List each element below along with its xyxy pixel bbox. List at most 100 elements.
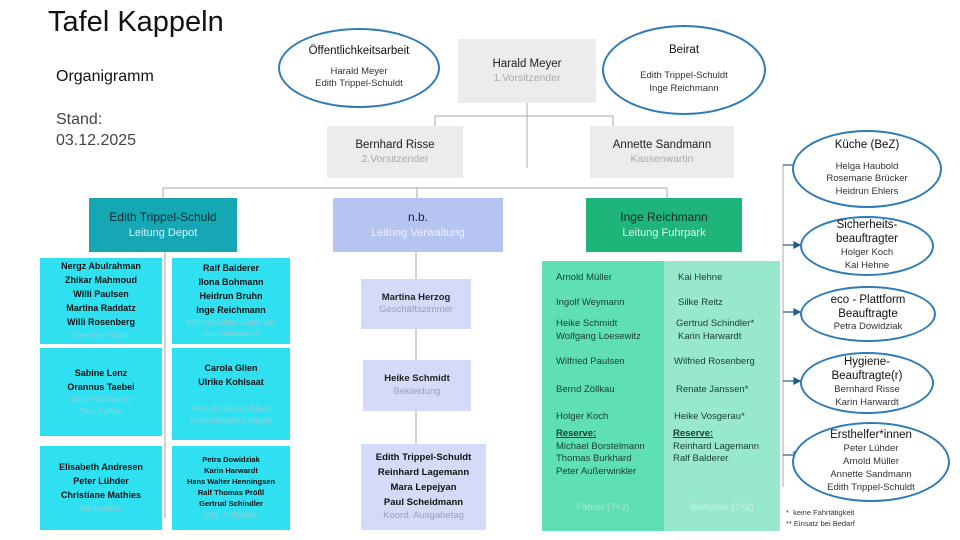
kitchen-title: Küche (BeZ) [834, 138, 900, 151]
admin-head-box: n.b. Leitung Verwaltung [333, 198, 503, 252]
depot-person: Orannus Taebei [67, 381, 135, 392]
firstaid-person: Edith Trippel-Schuldt [827, 481, 915, 493]
depot-group: Nergz Abulrahman Zhikar Mahmoud Willi Pa… [40, 258, 162, 344]
vice-name: Bernhard Risse [355, 138, 435, 151]
admin-unit: Heike Schmidt Bekleidung [363, 360, 471, 411]
depot-category: Udg. Aufgaben [202, 509, 260, 520]
depot-category: Fleisch/ Wurst/ Käse/ Kolonialwaren/ Veg… [189, 403, 273, 425]
driver-entry: Wilfried Paulsen [556, 356, 625, 367]
eco-oval: eco - Plattform Beauftragte Petra Dowidz… [800, 286, 936, 342]
treasurer-box: Annette Sandmann Kassenwartin [590, 126, 734, 178]
depot-person: Hans Walter Henningsen [186, 476, 276, 486]
codriver-name: Gertrud Schindler* [676, 318, 755, 329]
depot-person: Petra Dowidziak [202, 455, 260, 465]
codrivers-list: Kai Hehne Silke Reitz Gertrud Schindler*… [664, 266, 780, 430]
pr-person: Harald Meyer [330, 65, 388, 77]
codrivers-label: Beifahrer (7+2) [690, 502, 754, 513]
depot-person: Peter Lühder [73, 476, 129, 487]
admin-role: Koord. Ausgabetag [383, 510, 464, 522]
depot-group: Petra Dowidziak Karin Harwardt Hans Walt… [172, 446, 290, 530]
firstaid-title: Ersthelfer*innen [830, 429, 912, 442]
drivers-panel [542, 261, 664, 531]
admin-unit: Martina Herzog Geschäftszimmer [361, 279, 471, 329]
depot-person: Willi Paulsen [73, 289, 129, 300]
codriver-entry: Silke Reitz [678, 296, 723, 308]
hygiene-person: Bernhard Risse [834, 383, 900, 395]
firstaid-person: Arnold Müller [843, 456, 899, 468]
vice-box: Bernhard Risse 2.Vorsitzender [327, 126, 463, 178]
page-subtitle: Organigramm [56, 68, 154, 85]
admin-person: Edith Trippel-Schuldt [375, 452, 472, 464]
admin-head-name: n.b. [407, 210, 428, 225]
drivers-label: Fahrer (7+2) [576, 502, 630, 513]
fleet-head-name: Inge Reichmann [620, 210, 708, 225]
hygiene-person: Karin Harwardt [835, 396, 899, 408]
depot-category: Milchprodukte/ Getränke/ Haushaltswaren [186, 318, 276, 338]
depot-person: Ralf Balderer [202, 263, 260, 274]
depot-person: Gertrud Schindler [199, 498, 263, 508]
codriver-name: Karin Harwardt [678, 331, 742, 342]
depot-person: Willi Rosenberg [67, 317, 135, 328]
depot-head-role: Leitung Depot [128, 226, 198, 239]
depot-person: Heidrun Bruhn [199, 291, 263, 302]
firstaid-person: Peter Lühder [843, 443, 899, 455]
treasurer-name: Annette Sandmann [612, 138, 712, 151]
firstaid-oval: Ersthelfer*innen Peter Lühder Arnold Mül… [792, 422, 950, 502]
chair-name: Harald Meyer [492, 57, 562, 70]
depot-group: Elisabeth Andresen Peter Lühder Christia… [40, 446, 162, 530]
depot-person: Ulrike Kohlsaat [198, 376, 264, 387]
depot-person: Nergz Abulrahman [61, 261, 141, 272]
kitchen-oval: Küche (BeZ) Helga Haubold Rosemarie Brüc… [792, 130, 942, 208]
driver-entry: Arnold Müller [556, 272, 612, 283]
depot-person: Zhikar Mahmoud [64, 275, 137, 286]
pr-title: Öffentlichkeitsarbeit [308, 44, 410, 57]
depot-person: Elisabeth Andresen [59, 462, 143, 473]
codriver-reserve: Reinhard Lagemann [673, 440, 760, 452]
safety-oval: Sicherheits- beauftragter Holger Koch Ka… [800, 216, 934, 276]
depot-group: Sabine Lenz Orannus Taebei Obst/ Süßware… [40, 348, 162, 436]
fleet-head-role: Leitung Fuhrpark [622, 226, 706, 239]
codriver-entry: Heike Vosgerau* [674, 411, 745, 422]
fleet-head-box: Inge Reichmann Leitung Fuhrpark [586, 198, 742, 252]
depot-head-name: Edith Trippel-Schuld [109, 210, 217, 225]
depot-group: Ralf Balderer Ilona Bohmann Heidrun Bruh… [172, 258, 290, 344]
admin-person: Heike Schmidt [384, 373, 450, 385]
depot-person: Ilona Bohmann [198, 277, 264, 288]
driver-entry: Ingolf Weymann [556, 296, 625, 308]
board-person: Edith Trippel-Schuldt [640, 70, 728, 82]
codrivers-reserve: Reserve: Reinhard Lagemann Ralf Balderer [664, 428, 780, 466]
drivers-list: Arnold Müller Ingolf Weymann Heike Schmi… [542, 266, 664, 430]
board-person: Inge Reichmann [649, 82, 719, 94]
admin-person: Martina Herzog [381, 291, 451, 303]
depot-person: Martina Raddatz [66, 303, 136, 314]
chair-box: Harald Meyer 1.Vorsitzender [458, 39, 596, 103]
driver-reserve: Peter Außerwinkler [556, 465, 637, 477]
admin-person: Reinhard Lagemann [377, 467, 470, 479]
page-title: Tafel Kappeln [48, 6, 224, 38]
codriver-entry: Wilfried Rosenberg [674, 356, 755, 367]
hygiene-title: Hygiene- Beauftragte(r) [831, 356, 903, 383]
depot-person: Karin Harwardt [204, 465, 258, 475]
eco-title: eco - Plattform Beauftragte [830, 293, 906, 320]
stand-date: 03.12.2025 [56, 132, 137, 149]
depot-category: Gemüse/ Salat [72, 330, 130, 341]
stand-label: Stand: [56, 111, 103, 128]
codrivers-reserve-label: Reserve: [673, 428, 714, 439]
admin-person: Mara Lepejyan [390, 481, 457, 493]
admin-role: Bekleidung [393, 385, 441, 397]
depot-person: Carola Glien [204, 362, 258, 373]
treasurer-role: Kassenwartin [630, 152, 694, 165]
hygiene-oval: Hygiene- Beauftragte(r) Bernhard Risse K… [800, 352, 934, 414]
depot-person: Sabine Lenz [74, 367, 128, 378]
board-oval: Beirat Edith Trippel-Schuldt Inge Reichm… [602, 25, 766, 115]
kitchen-person: Rosemarie Brücker [826, 173, 908, 185]
depot-person: Inge Reichmann [196, 305, 266, 316]
drivers-reserve: Reserve: Michael Borstelmann Thomas Burk… [542, 428, 664, 478]
driver-name: Heike Schmidt [556, 318, 618, 329]
depot-group: Carola Glien Ulrike Kohlsaat Fleisch/ Wu… [172, 348, 290, 440]
depot-category: Obst/ Süßwaren/ Tee/ Kaffee [69, 394, 133, 416]
admin-unit: Edith Trippel-Schuldt Reinhard Lagemann … [361, 444, 486, 530]
pr-person: Edith Trippel-Schuldt [315, 78, 403, 90]
kitchen-person: Heidrun Ehlers [835, 186, 899, 198]
footnote: * keine Fahrtätigkeit [786, 508, 855, 517]
